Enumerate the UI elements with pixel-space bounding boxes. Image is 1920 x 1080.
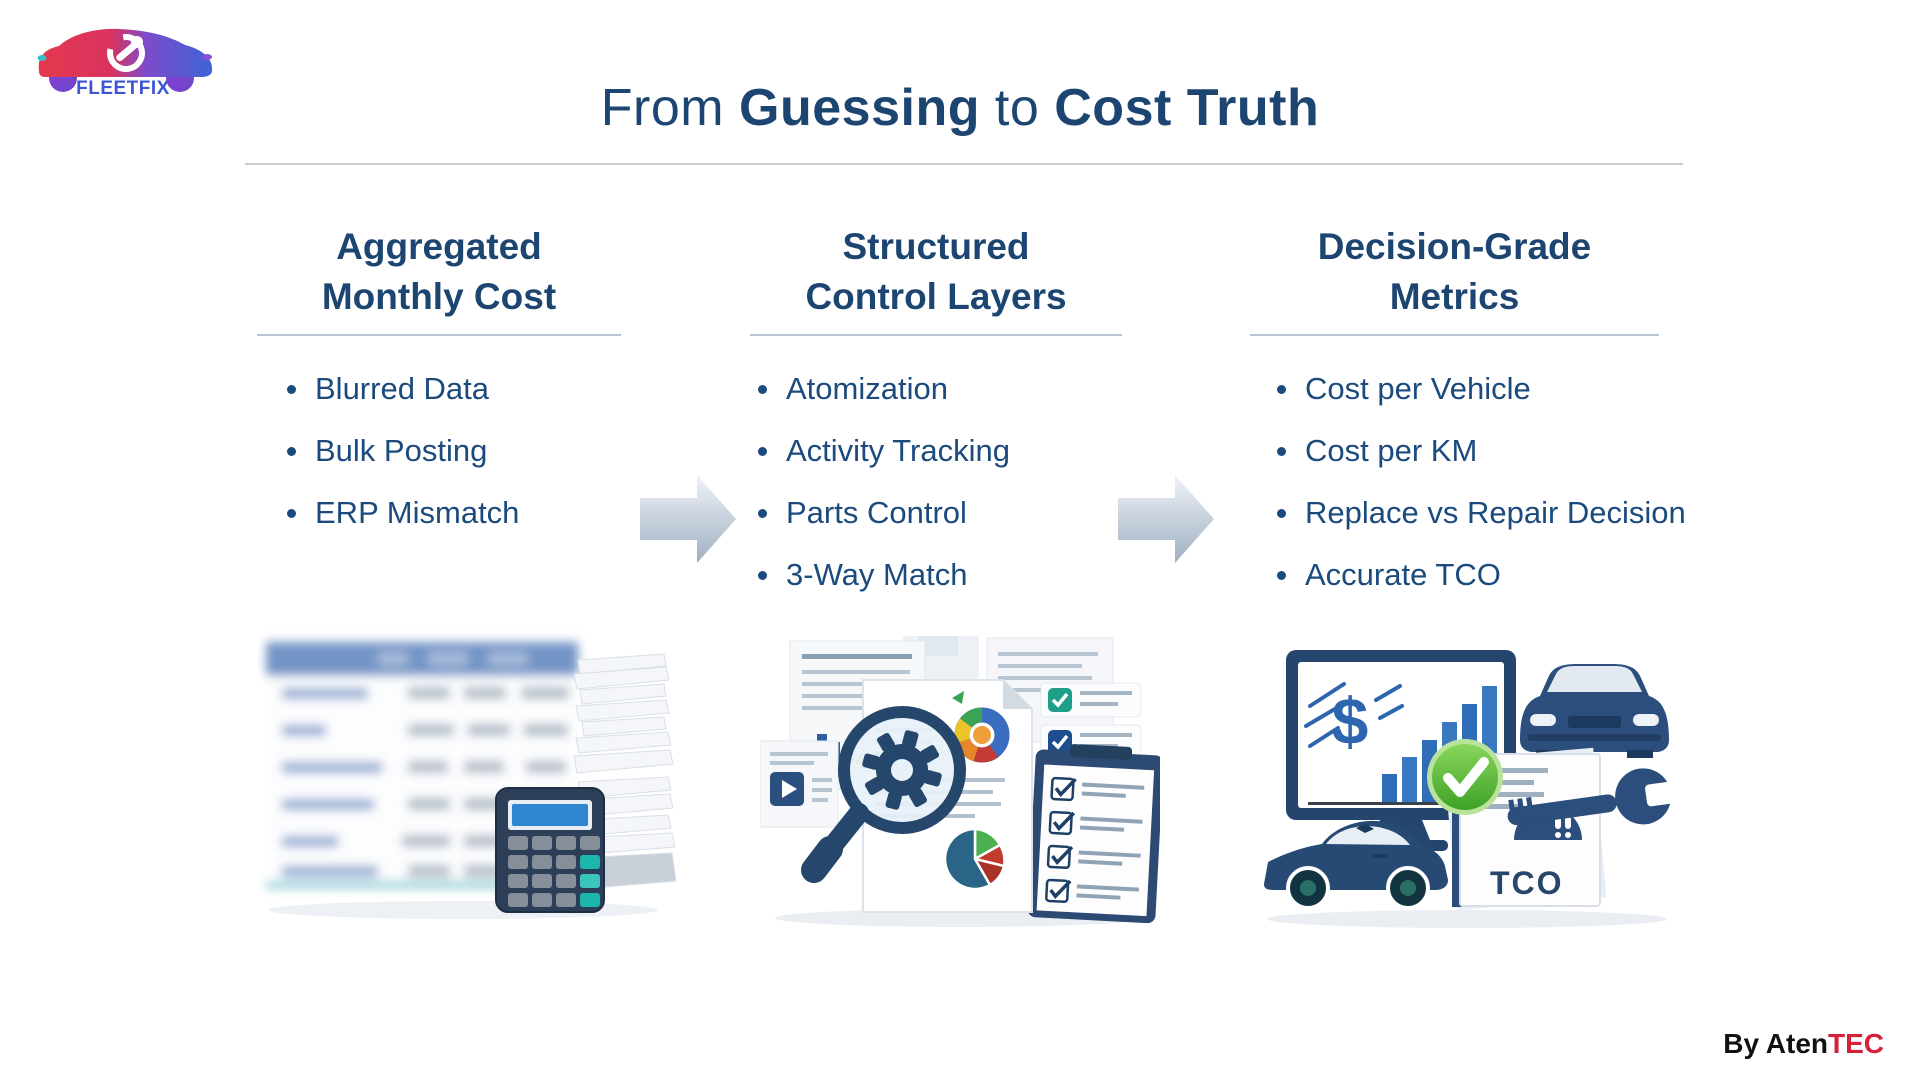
title-part-cost-truth: Cost Truth <box>1054 79 1320 137</box>
bullet-dot <box>1277 384 1286 394</box>
audit-documents-illustration <box>760 636 1160 927</box>
list-item: 3-Way Match <box>758 544 1122 606</box>
title-divider <box>245 163 1683 165</box>
car-front-icon <box>1520 664 1669 758</box>
list-item: Accurate TCO <box>1277 544 1659 606</box>
car-wrench-icon <box>37 28 212 92</box>
column-2-bullets: Atomization Activity Tracking Parts Cont… <box>750 358 1122 606</box>
title-part-to: to <box>979 79 1055 137</box>
bullet-dot <box>1277 570 1286 580</box>
column-1-underline <box>257 334 621 336</box>
list-item: Cost per Vehicle <box>1277 358 1659 420</box>
title-part-guessing: Guessing <box>739 79 980 137</box>
column-3-heading: Decision-Grade Metrics <box>1317 226 1592 317</box>
clipboard-checklist-icon <box>1027 744 1160 924</box>
list-item: Blurred Data <box>287 358 621 420</box>
list-item: Cost per KM <box>1277 420 1659 482</box>
wrench-icon <box>1507 768 1672 826</box>
bullet-dot <box>287 384 296 394</box>
pie-chart-icon <box>943 827 1006 891</box>
logo-wordmark: FLEETFIX <box>76 78 170 99</box>
bullet-dot <box>758 508 767 518</box>
green-check-icon <box>1427 739 1503 815</box>
decision-metrics-illustration: $ <box>1264 650 1672 928</box>
list-item: ERP Mismatch <box>287 482 621 544</box>
column-decision-grade-metrics: Decision-Grade Metrics Cost per Vehicle … <box>1250 222 1686 606</box>
bullet-dot <box>758 570 767 580</box>
blurred-spreadsheet-illustration <box>266 642 677 919</box>
video-document-icon <box>760 740 839 828</box>
fleetfix-logo: FLEETFIX <box>37 28 212 99</box>
list-item: Parts Control <box>758 482 1122 544</box>
bullet-dot <box>758 384 767 394</box>
column-structured-control-layers: Structured Control Layers Atomization Ac… <box>750 222 1122 606</box>
list-item: Activity Tracking <box>758 420 1122 482</box>
bullet-dot <box>1277 508 1286 518</box>
list-item: Replace vs Repair Decision <box>1277 482 1686 544</box>
donut-chart-icon <box>952 691 1010 763</box>
column-3-underline <box>1250 334 1659 336</box>
column-1-bullets: Blurred Data Bulk Posting ERP Mismatch <box>257 358 621 544</box>
bullet-dot <box>758 446 767 456</box>
attribution-brand: TEC <box>1828 1028 1884 1059</box>
title-part-from: From <box>600 79 740 137</box>
column-2-heading: Structured Control Layers <box>805 226 1067 317</box>
attribution-by: By Aten <box>1723 1028 1828 1059</box>
dollar-sign-icon: $ <box>1332 684 1369 758</box>
column-2-underline <box>750 334 1122 336</box>
bullet-dot <box>1277 446 1286 456</box>
list-item: Atomization <box>758 358 1122 420</box>
car-side-icon <box>1264 820 1448 910</box>
tco-label: TCO <box>1490 865 1564 901</box>
column-1-heading: Aggregated Monthly Cost <box>321 226 557 317</box>
attribution: By AtenTEC <box>1723 1028 1884 1060</box>
right-arrow-icon <box>640 475 736 563</box>
page-title: From Guessing to Cost Truth <box>0 78 1920 138</box>
magnifier-gear-icon <box>801 706 966 883</box>
column-3-bullets: Cost per Vehicle Cost per KM Replace vs … <box>1250 358 1686 606</box>
right-arrow-icon <box>1118 475 1214 563</box>
blurred-table <box>266 642 578 890</box>
calculator-icon <box>495 787 605 913</box>
list-item: Bulk Posting <box>287 420 621 482</box>
bullet-dot <box>287 446 296 456</box>
column-aggregated-monthly-cost: Aggregated Monthly Cost Blurred Data Bul… <box>257 222 621 544</box>
bullet-dot <box>287 508 296 518</box>
